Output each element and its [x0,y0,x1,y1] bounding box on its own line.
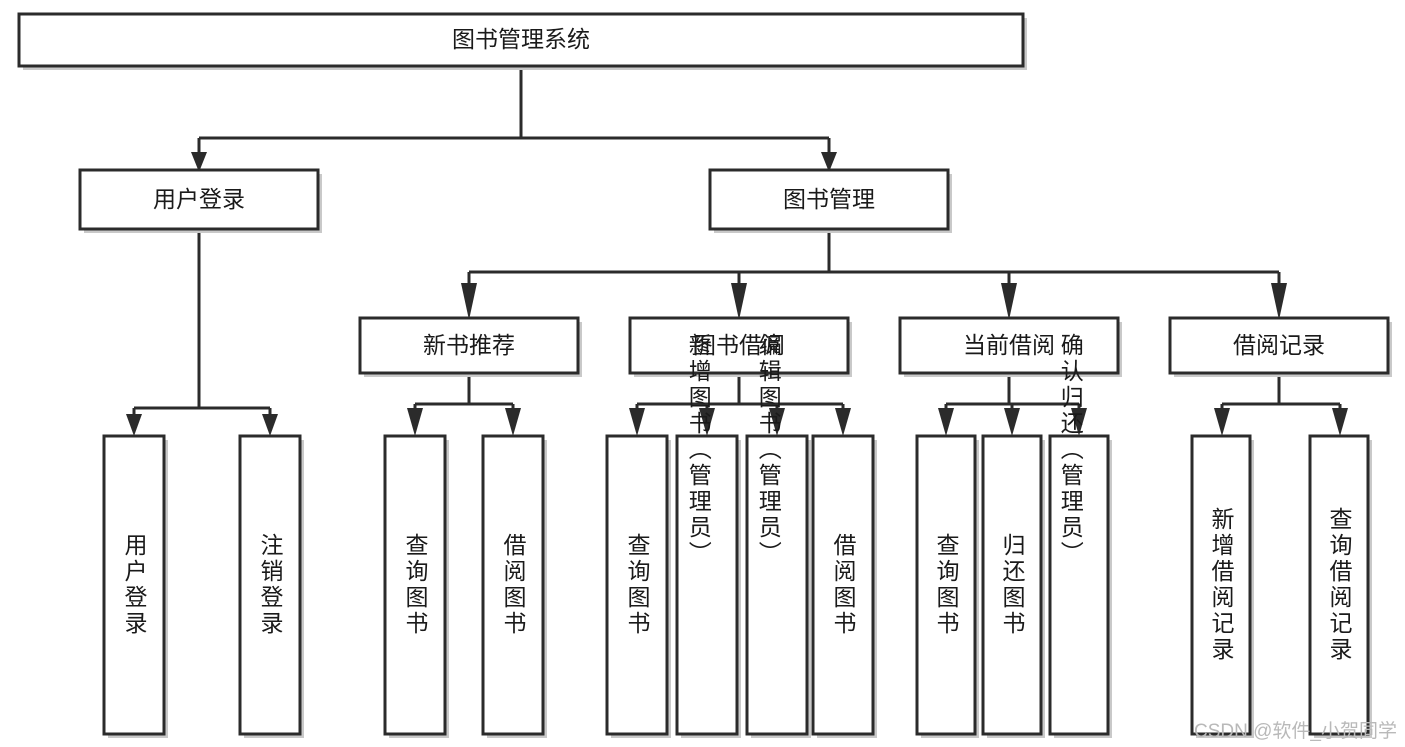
leaf-query-book-2-box [605,434,669,736]
book-borrow-label: 图书借阅 [693,332,785,358]
leaf-edit-book-box [745,434,809,736]
leaf-confirm-return-label: 确认归还（管理员） [1057,333,1084,567]
arrow-head-leaf-user-logout [262,414,278,436]
leaf-user-login-box [102,434,166,736]
node-book-borrow[interactable]: 图书借阅 [628,316,852,377]
root-label: 图书管理系统 [452,26,590,52]
leaf-query-book-1-box [383,434,447,736]
leaf-query-book-3-label: 查询图书 [933,533,960,637]
node-leaf-user-login[interactable]: 用户登录 [102,434,168,738]
leaf-confirm-return-box [1048,434,1110,736]
node-new-book-rec[interactable]: 新书推荐 [358,316,582,377]
leaf-borrow-book-2-label: 借阅图书 [830,533,857,637]
leaf-edit-book-label: 编辑图书（管理员） [755,333,782,567]
new-book-rec-box [358,316,580,375]
node-leaf-borrow-book-1[interactable]: 借阅图书 [481,434,547,738]
node-leaf-query-record[interactable]: 查询借阅记录 [1308,434,1372,738]
arrow-head-current-borrow [1001,283,1017,320]
user-login-box [78,168,320,231]
arrow-head-leaf-borrow-book-1 [505,408,521,436]
arrow-head-leaf-user-login [126,414,142,436]
leaf-user-logout-box [238,434,302,736]
leaf-query-record-label: 查询借阅记录 [1326,507,1353,663]
leaf-user-login-label: 用户登录 [121,533,148,637]
leaf-add-book-label: 新增图书（管理员） [685,333,712,567]
borrow-record-label: 借阅记录 [1233,332,1325,358]
leaf-query-book-3-box [915,434,977,736]
leaf-borrow-book-1-label: 借阅图书 [500,533,527,637]
node-borrow-record[interactable]: 借阅记录 [1168,316,1392,377]
leaf-add-record-label: 新增借阅记录 [1208,507,1235,663]
leaf-return-book-label: 归还图书 [999,533,1026,637]
node-leaf-add-book[interactable]: 新增图书（管理员） [675,333,741,738]
root-box [17,12,1025,68]
node-leaf-query-book-2[interactable]: 查询图书 [605,434,671,738]
arrow-head-leaf-query-book-3 [938,408,954,436]
arrow-head-borrow-record [1271,283,1287,320]
leaf-borrow-book-1-box [481,434,545,736]
new-book-rec-label: 新书推荐 [423,332,515,358]
leaf-query-book-1-label: 查询图书 [402,533,429,637]
leaf-borrow-book-2-box [811,434,875,736]
node-leaf-user-logout[interactable]: 注销登录 [238,434,304,738]
current-borrow-box [898,316,1120,375]
leaf-return-book-box [981,434,1043,736]
edges-layer [126,66,1348,436]
user-login-label: 用户登录 [153,186,245,212]
node-leaf-edit-book[interactable]: 编辑图书（管理员） [745,333,811,738]
leaf-user-logout-label: 注销登录 [257,533,284,637]
arrow-head-leaf-query-record [1332,408,1348,436]
leaf-add-record-box [1190,434,1252,736]
leaf-query-book-2-label: 查询图书 [624,533,651,637]
node-book-manage[interactable]: 图书管理 [708,168,952,233]
node-leaf-confirm-return[interactable]: 确认归还（管理员） [1048,333,1112,738]
node-leaf-add-record[interactable]: 新增借阅记录 [1190,434,1254,738]
arrow-head-new-book-rec [461,283,477,320]
arrow-head-leaf-edit-book [769,408,785,436]
arrow-head-user-login [191,152,207,172]
arrow-head-leaf-borrow-book-2 [835,408,851,436]
leaf-add-book-box [675,434,739,736]
arrow-head-leaf-confirm-return [1071,408,1087,436]
arrow-head-book-manage [821,152,837,172]
arrow-head-leaf-add-book [699,408,715,436]
book-manage-box [708,168,950,231]
node-leaf-borrow-book-2[interactable]: 借阅图书 [811,434,877,738]
node-user-login[interactable]: 用户登录 [78,168,322,233]
arrow-head-leaf-return-book [1004,408,1020,436]
arrow-head-book-borrow [731,283,747,320]
node-leaf-return-book[interactable]: 归还图书 [981,434,1045,738]
current-borrow-label: 当前借阅 [963,332,1055,358]
book-manage-label: 图书管理 [783,186,875,212]
leaf-query-record-box [1308,434,1370,736]
arrow-head-leaf-query-book-1 [407,408,423,436]
borrow-record-box [1168,316,1390,375]
node-root[interactable]: 图书管理系统 [17,12,1027,70]
arrow-head-leaf-add-record [1214,408,1230,436]
node-current-borrow[interactable]: 当前借阅 [898,316,1122,377]
node-leaf-query-book-3[interactable]: 查询图书 [915,434,979,738]
book-borrow-box [628,316,850,375]
node-leaf-query-book-1[interactable]: 查询图书 [383,434,449,738]
arrow-head-leaf-query-book-2 [629,408,645,436]
